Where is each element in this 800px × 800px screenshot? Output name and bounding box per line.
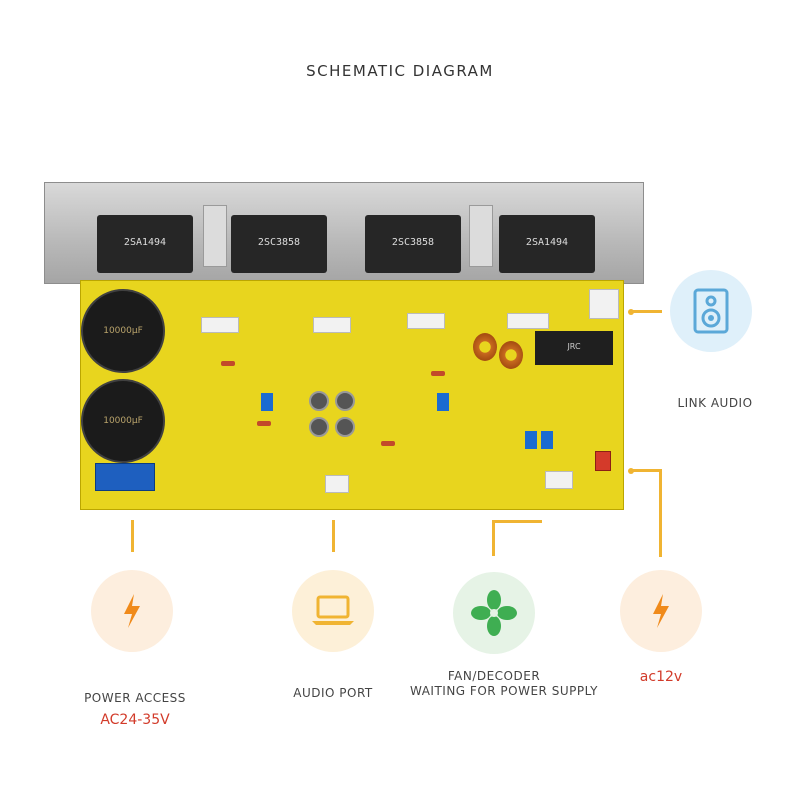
power-terminal bbox=[95, 463, 155, 491]
power-access-label: POWER ACCESS bbox=[84, 691, 186, 705]
small-capacitor bbox=[309, 391, 329, 411]
resistor-block bbox=[313, 317, 351, 333]
connector-line bbox=[131, 520, 134, 552]
fan-connector bbox=[545, 471, 573, 489]
audio-port-circle bbox=[292, 570, 374, 652]
diagram-title: SCHEMATIC DIAGRAM bbox=[306, 62, 494, 80]
blue-capacitor bbox=[525, 431, 537, 449]
ac12v-value: ac12v bbox=[639, 669, 683, 685]
resistor-block bbox=[407, 313, 445, 329]
resistor-block bbox=[201, 317, 239, 333]
connector-dot bbox=[628, 309, 634, 315]
inductor-coil bbox=[499, 341, 523, 369]
power-access-value: AC24-35V bbox=[100, 712, 170, 728]
speaker-icon bbox=[670, 270, 752, 352]
power-transistor: 2SC3858 bbox=[365, 215, 461, 273]
link-audio-circle bbox=[670, 270, 752, 352]
connector-dot bbox=[628, 468, 634, 474]
inductor-coil bbox=[473, 333, 497, 361]
power-transistor: 2SC3858 bbox=[231, 215, 327, 273]
blue-capacitor bbox=[437, 393, 449, 411]
lightning-icon bbox=[91, 570, 173, 652]
fan-decoder-circle bbox=[453, 572, 535, 654]
mounting-clip bbox=[469, 205, 493, 267]
relay: JRC bbox=[535, 331, 613, 365]
link-audio-label: LINK AUDIO bbox=[677, 396, 753, 410]
pcb: 10000μF 10000μF JRC bbox=[80, 280, 624, 510]
ac-connector bbox=[595, 451, 611, 471]
filter-capacitor: 10000μF bbox=[81, 289, 165, 373]
power-access-circle bbox=[91, 570, 173, 652]
connector-line bbox=[659, 469, 662, 557]
resistor bbox=[257, 421, 271, 426]
connector-line bbox=[632, 469, 662, 472]
connector-line bbox=[332, 520, 335, 552]
audio-port-label: AUDIO PORT bbox=[293, 686, 373, 700]
audio-input-connector bbox=[325, 475, 349, 493]
connector-line bbox=[492, 520, 542, 523]
small-capacitor bbox=[335, 391, 355, 411]
heatsink: 2SA1494 2SC3858 2SC3858 2SA1494 bbox=[44, 182, 644, 284]
laptop-icon bbox=[292, 570, 374, 652]
resistor bbox=[431, 371, 445, 376]
output-connector bbox=[589, 289, 619, 319]
connector-line bbox=[492, 520, 495, 556]
resistor-block bbox=[507, 313, 549, 329]
ac12v-circle bbox=[620, 570, 702, 652]
lightning-icon bbox=[620, 570, 702, 652]
resistor bbox=[221, 361, 235, 366]
small-capacitor bbox=[335, 417, 355, 437]
connector-line bbox=[632, 310, 662, 313]
mounting-clip bbox=[203, 205, 227, 267]
resistor bbox=[381, 441, 395, 446]
power-transistor: 2SA1494 bbox=[97, 215, 193, 273]
fan-icon bbox=[453, 572, 535, 654]
fan-decoder-sublabel: WAITING FOR POWER SUPPLY bbox=[410, 684, 598, 698]
blue-capacitor bbox=[541, 431, 553, 449]
power-transistor: 2SA1494 bbox=[499, 215, 595, 273]
blue-capacitor bbox=[261, 393, 273, 411]
small-capacitor bbox=[309, 417, 329, 437]
fan-decoder-label: FAN/DECODER bbox=[447, 669, 541, 683]
filter-capacitor: 10000μF bbox=[81, 379, 165, 463]
amplifier-board-photo: 2SA1494 2SC3858 2SC3858 2SA1494 10000μF … bbox=[44, 182, 644, 512]
